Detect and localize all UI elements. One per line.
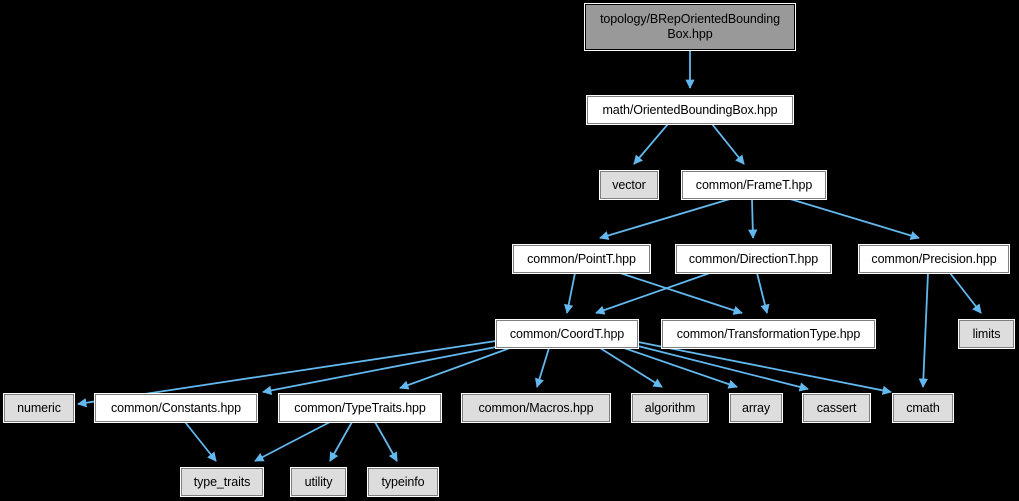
graph-node-numeric[interactable]: numeric: [3, 393, 75, 423]
graph-edge-direction-to-transform: [756, 272, 770, 314]
graph-node-algorithm[interactable]: algorithm: [631, 393, 709, 423]
graph-node-precision[interactable]: common/Precision.hpp: [858, 244, 1010, 274]
graph-edge-obb-to-frame: [711, 123, 745, 165]
graph-edge-precision-to-limits: [949, 272, 982, 314]
graph-edge-frame-to-direction: [748, 198, 758, 239]
graph-edge-coord-to-macros: [535, 347, 550, 388]
graph-edge-coord-to-algorithm: [599, 347, 663, 388]
graph-edge-constants-to-typetraits_std: [184, 421, 217, 462]
graph-node-cassert[interactable]: cassert: [802, 393, 871, 423]
graph-edge-coord-to-numeric: [77, 340, 497, 408]
graph-edge-point-to-coord: [564, 272, 576, 314]
graph-edge-coord-to-constants: [262, 346, 497, 395]
graph-node-transform[interactable]: common/TransformationType.hpp: [661, 319, 876, 349]
graph-edge-frame-to-precision: [789, 198, 920, 241]
graph-node-array[interactable]: array: [729, 393, 783, 423]
graph-node-limits[interactable]: limits: [958, 319, 1015, 349]
graph-edge-coord-to-typetraits: [399, 347, 511, 390]
graph-node-typetraits[interactable]: common/TypeTraits.hpp: [278, 393, 442, 423]
graph-node-macros[interactable]: common/Macros.hpp: [461, 393, 611, 423]
graph-node-direction[interactable]: common/DirectionT.hpp: [675, 244, 832, 274]
graph-edge-coord-to-array: [623, 347, 738, 389]
graph-node-root[interactable]: topology/BRepOrientedBounding Box.hpp: [584, 3, 796, 51]
graph-edge-direction-to-coord: [595, 272, 711, 315]
graph-edge-point-to-transform: [619, 272, 743, 315]
graph-edge-coord-to-cmath: [637, 341, 892, 395]
graph-node-vector[interactable]: vector: [599, 170, 659, 200]
graph-node-typeinfo[interactable]: typeinfo: [367, 467, 439, 497]
graph-node-typetraits_std[interactable]: type_traits: [180, 467, 264, 497]
graph-node-frame[interactable]: common/FrameT.hpp: [681, 170, 827, 200]
graph-edge-frame-to-point: [599, 198, 731, 241]
graph-edge-obb-to-vector: [633, 123, 669, 165]
graph-node-cmath[interactable]: cmath: [892, 393, 954, 423]
graph-node-utility[interactable]: utility: [290, 467, 347, 497]
graph-edge-typetraits-to-utility: [329, 421, 353, 462]
graph-edge-typetraits-to-typeinfo: [374, 421, 398, 462]
graph-node-point[interactable]: common/PointT.hpp: [512, 244, 651, 274]
graph-edge-precision-to-cmath: [918, 272, 929, 388]
graph-edge-coord-to-cassert: [637, 345, 809, 392]
graph-edge-typetraits-to-typetraits_std: [254, 421, 331, 462]
graph-node-obb[interactable]: math/OrientedBoundingBox.hpp: [586, 95, 794, 125]
edge-group: [77, 50, 982, 462]
graph-node-constants[interactable]: common/Constants.hpp: [94, 393, 258, 423]
graph-node-coord[interactable]: common/CoordT.hpp: [495, 319, 639, 349]
